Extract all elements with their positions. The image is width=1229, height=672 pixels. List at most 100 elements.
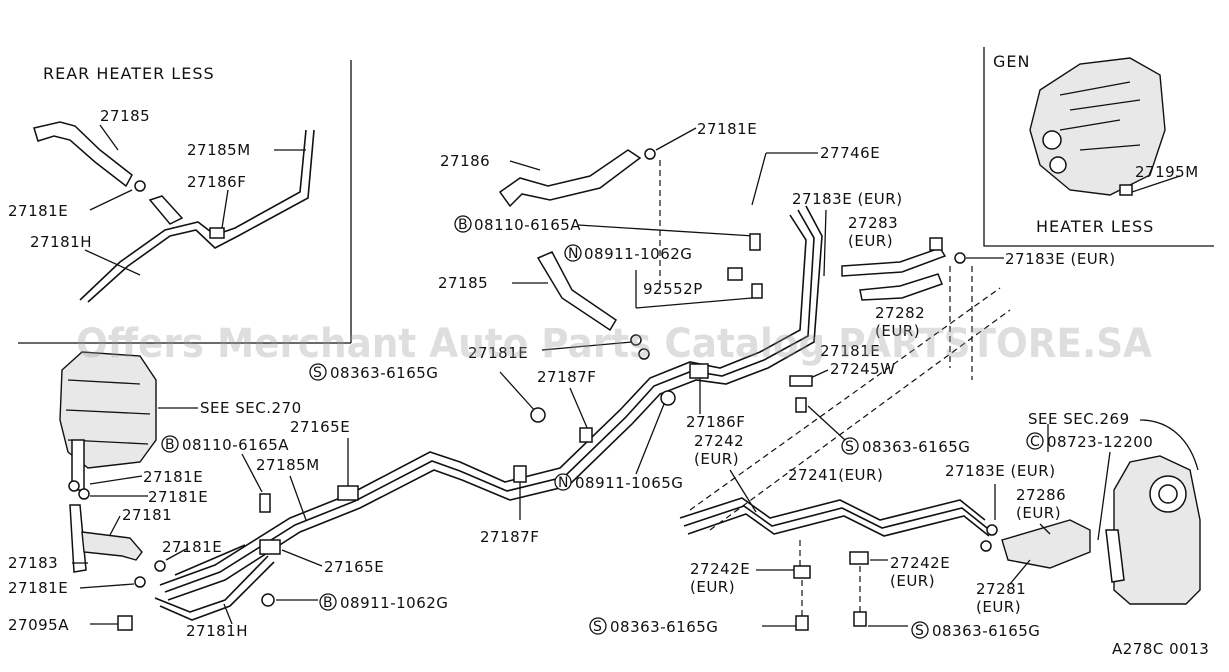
label-27187f-a: 27187F (537, 368, 596, 386)
leader-27181 (109, 515, 121, 536)
clip-icon-27242e-b (849, 551, 869, 565)
clamp-icon-27183e-b (954, 252, 966, 264)
leader-27281 (1009, 559, 1031, 585)
label-27245w: 27245W (830, 360, 896, 378)
prefix-s-circle-a (309, 363, 327, 381)
label-27242-eur: (EUR) (694, 450, 739, 468)
label-27181e-l3: 27181E (162, 538, 222, 556)
leader-27195m (1131, 175, 1181, 193)
label-27183: 27183 (8, 554, 58, 572)
label-27242e-a-eur: (EUR) (690, 578, 735, 596)
prefix-b-circle-2 (161, 435, 179, 453)
label-08363-c: 08363-6165G (610, 618, 718, 636)
prefix-n-circle (564, 244, 582, 262)
label-27165e-b: 27165E (324, 558, 384, 576)
label-08363-a: 08363-6165G (330, 364, 438, 382)
clip-icon-27242e-a (793, 565, 811, 579)
pipe-27241-a (679, 497, 986, 521)
clip-icon-92552p (751, 283, 763, 299)
engine-pulley-icon (1042, 130, 1062, 150)
label-27185m-main: 27185M (256, 456, 320, 474)
prefix-s-c: S (593, 619, 602, 635)
leader-27181h-inset (84, 249, 141, 276)
hose-27185-main (536, 251, 618, 332)
prefix-n: N (568, 246, 579, 262)
prefix-c-circle (1026, 432, 1044, 450)
prefix-n-2: N (558, 475, 569, 491)
leader-27181h-main (223, 603, 233, 625)
leader-27165e-b (281, 549, 323, 567)
leader-27286 (1039, 523, 1051, 535)
leader-08911-1065g (635, 403, 665, 475)
eur-assembly: 27242 (EUR) 27241(EUR) 27242E (EUR) S 08… (589, 410, 1209, 658)
leader-08363-a (499, 371, 537, 413)
leader-27186f-inset (221, 189, 229, 229)
dash-envelope-2 (709, 309, 1011, 531)
heater-unit-pipe (1105, 529, 1125, 583)
pipe-stub-inset (148, 195, 184, 225)
label-27187f-b: 27187F (480, 528, 539, 546)
hose-27185-inset (33, 121, 133, 188)
label-27242: 27242 (694, 432, 744, 450)
nut-icon-top (727, 267, 743, 281)
heater-less-cap (1119, 184, 1133, 196)
prefix-c: C (1030, 434, 1040, 450)
leader-08723 (1097, 451, 1111, 541)
label-27746e: 27746E (820, 144, 880, 162)
label-27181e-l4: 27181E (8, 579, 68, 597)
leader-27187f-a (569, 387, 589, 431)
pipe-27181h-inset (79, 129, 307, 301)
label-27281: 27281 (976, 580, 1026, 598)
clamp-icon-inset (134, 180, 146, 192)
label-27181e-mid2: 27181E (820, 342, 880, 360)
prefix-b-circle-3 (319, 593, 337, 611)
clip-icon-27165e-a (337, 485, 359, 501)
engine-pulley-icon-2 (1049, 156, 1067, 174)
label-08363-b: 08363-6165G (862, 438, 970, 456)
rear-heater-less-title: REAR HEATER LESS (43, 64, 215, 83)
label-27283: 27283 (848, 214, 898, 232)
clamp-icon-27181e-top (644, 148, 656, 160)
leader-27186 (509, 160, 541, 171)
prefix-b-2: B (165, 437, 175, 453)
label-27181e-l2: 27181E (148, 488, 208, 506)
clamp-icon-l1 (68, 480, 80, 492)
rear-heater-unit: SEE SEC.270 27181E 27181E B 08110-6165A … (8, 351, 448, 640)
leader-08110-top (577, 224, 755, 237)
bolt-icon-27245w (795, 397, 807, 413)
hose-27282 (859, 273, 943, 301)
clamp-icon-27183e-c2 (980, 540, 992, 552)
label-27183e-eur-b: 27183E (EUR) (1005, 250, 1116, 268)
dash-envelope-1 (689, 287, 1001, 511)
pipe-27181h-main (154, 555, 269, 613)
heater-less-title: HEATER LESS (1036, 217, 1154, 236)
label-27185-main: 27185 (438, 274, 488, 292)
figure-code: A278C 0013 (1112, 640, 1209, 658)
leader-27181e-l4 (79, 583, 135, 589)
prefix-b-circle (454, 215, 472, 233)
bracket-27186f (689, 363, 709, 379)
leader-08363-b (807, 405, 846, 441)
label-27183e-eur-c: 27183E (EUR) (945, 462, 1056, 480)
label-27186: 27186 (440, 152, 490, 170)
mid-callouts: 27181E S 08363-6165G 27187F 27181E 27245… (309, 287, 1011, 531)
label-27195m: 27195M (1135, 163, 1199, 181)
engine-detail-lines (1059, 81, 1141, 151)
leader-27181e-inset (89, 189, 133, 211)
leader-27181e-l3 (165, 547, 189, 561)
label-27181h-inset: 27181H (30, 233, 92, 251)
label-08110-6165a-top: 08110-6165A (474, 216, 581, 234)
leader-27746e-b (751, 152, 767, 206)
pipe-stub-left (174, 544, 246, 576)
clamp-icon-l4 (134, 576, 146, 588)
prefix-s-circle-d (911, 621, 929, 639)
gen-title: GEN (993, 52, 1030, 71)
hose-27283 (841, 247, 947, 277)
leader-27185-inset (99, 124, 119, 151)
clip-icon-27187f-a (579, 427, 593, 443)
prefix-s-d: S (915, 623, 924, 639)
label-27181: 27181 (122, 506, 172, 524)
label-27185m-inset: 27185M (187, 141, 251, 159)
bracket-27186f-inset (209, 227, 225, 239)
